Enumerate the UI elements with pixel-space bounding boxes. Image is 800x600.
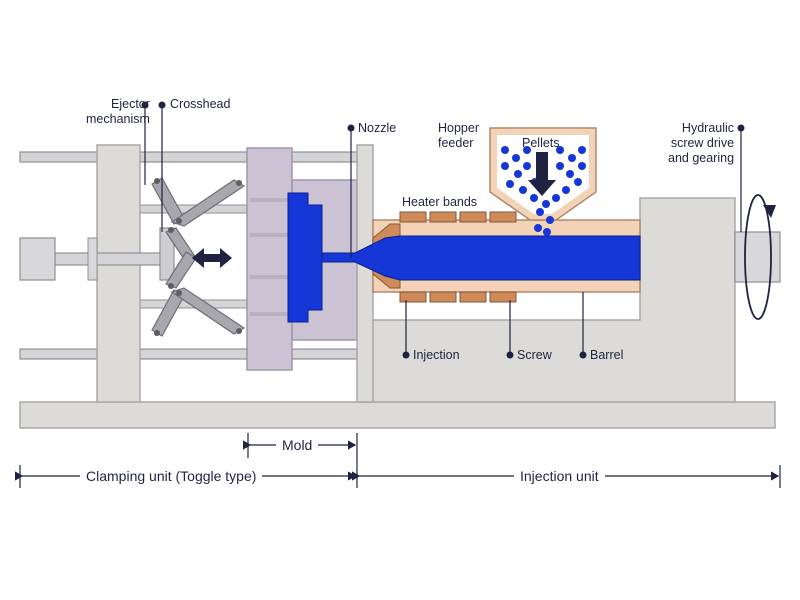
crosshead-block xyxy=(159,227,175,281)
machine-base xyxy=(19,401,776,429)
rod-collar xyxy=(87,237,98,281)
label-injection-unit: Injection unit xyxy=(514,468,605,484)
label-crosshead: Crosshead xyxy=(170,97,231,111)
heater-bands-bottom xyxy=(399,291,517,303)
ejector-pin-3 xyxy=(250,275,290,279)
label-ejector-mechanism: Ejector mechanism xyxy=(86,97,150,126)
toggle-links xyxy=(151,177,246,337)
label-barrel: Barrel xyxy=(590,348,624,362)
fixed-platen xyxy=(356,144,374,403)
drive-shaft xyxy=(734,231,781,283)
ejector-pin-4 xyxy=(250,312,290,316)
label-heater-bands: Heater bands xyxy=(402,195,478,209)
toggle-pins xyxy=(154,178,242,336)
moving-platen xyxy=(246,147,293,371)
tie-bar-top xyxy=(19,151,361,163)
label-hopper-feeder: Hopper feeder xyxy=(438,121,479,150)
rotation-arrowhead xyxy=(763,205,776,218)
rotation-indicator xyxy=(744,194,772,320)
ejector-pin-1 xyxy=(250,198,290,202)
label-nozzle: Nozzle xyxy=(358,121,397,135)
label-hydraulic-screw-drive: Hydraulic screw drive and gearing xyxy=(668,121,735,165)
rear-platen xyxy=(96,144,141,403)
pellets xyxy=(501,146,586,236)
label-injection: Injection xyxy=(413,348,460,362)
clamp-cylinder xyxy=(19,237,56,281)
heater-bands-top xyxy=(399,211,517,223)
ejector-pin-2 xyxy=(250,233,290,237)
tie-bar-bottom xyxy=(19,348,361,360)
label-pellets: Pellets xyxy=(522,136,560,150)
clamp-motion-arrow xyxy=(192,248,232,268)
label-mold: Mold xyxy=(276,437,319,453)
pellet-flow-arrow xyxy=(528,152,556,196)
leader-dots xyxy=(141,101,745,359)
clamp-rod xyxy=(54,252,166,266)
label-clamping-unit: Clamping unit (Toggle type) xyxy=(80,468,263,484)
melt-in-barrel xyxy=(321,235,641,281)
leader-lines xyxy=(144,105,742,355)
label-screw: Screw xyxy=(517,348,552,362)
